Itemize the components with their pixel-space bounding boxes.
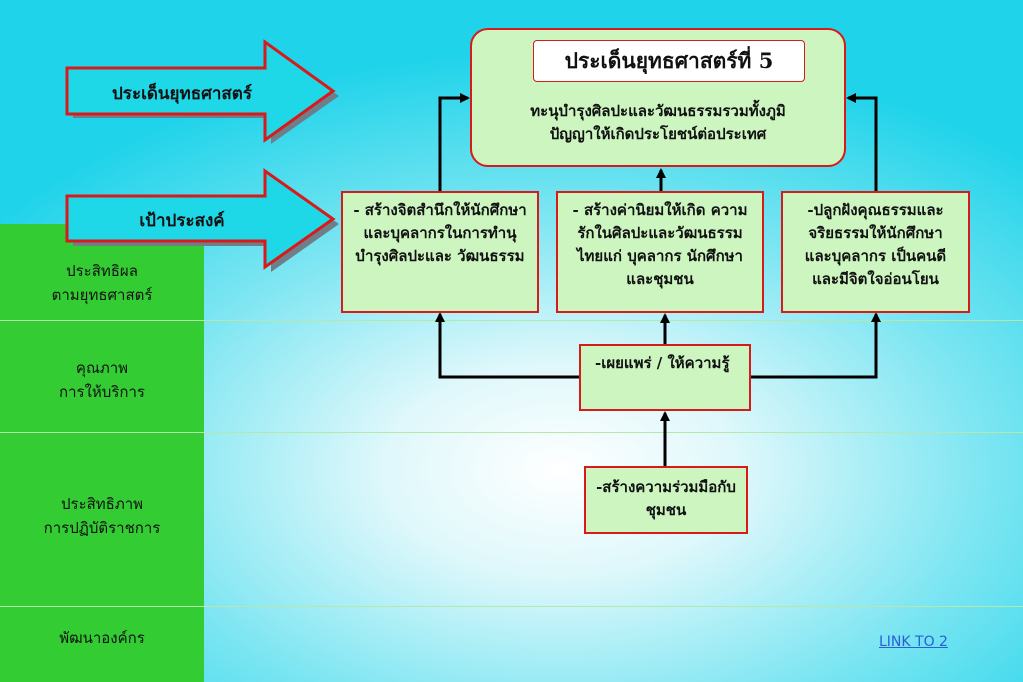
objective-block-arrow bbox=[65, 168, 339, 272]
perspective-effectiveness: ประสิทธิผล ตามยุทธศาสตร์ bbox=[51, 262, 153, 304]
strategy-arrow-label: ประเด็นยุทธศาสตร์ bbox=[112, 84, 252, 104]
strategy-block-arrow bbox=[65, 39, 339, 144]
objective-arrow-label: เป้าประสงค์ bbox=[139, 211, 225, 231]
row-divider bbox=[0, 606, 1023, 607]
disseminate-box: -เผยแพร่ / ให้ความรู้ bbox=[579, 344, 751, 411]
cooperate-box: -สร้างความร่วมมือกับ ชุมชน bbox=[584, 466, 748, 534]
strategic-issue-description: ทะนุบำรุงศิลปะและวัฒนธรรมรวมทั้งภูมิ ปัญ… bbox=[530, 102, 786, 143]
perspective-organization-development: พัฒนาองค์กร bbox=[59, 629, 145, 647]
strategic-issue-box: ประเด็นยุทธศาสตร์ที่ 5 ทะนุบำรุงศิลปะและ… bbox=[470, 28, 846, 167]
perspective-sidebar bbox=[0, 224, 204, 682]
row-divider bbox=[0, 320, 1023, 321]
objective-box-morality: -ปลูกฝังคุณธรรมและ จริยธรรมให้นักศึกษา แ… bbox=[781, 191, 970, 313]
perspective-service-quality: คุณภาพ การให้บริการ bbox=[59, 359, 145, 401]
strategic-issue-title: ประเด็นยุทธศาสตร์ที่ 5 bbox=[533, 40, 805, 82]
perspective-efficiency: ประสิทธิภาพ การปฏิบัติราชการ bbox=[43, 495, 161, 537]
row-divider bbox=[0, 432, 1023, 433]
objective-box-awareness: - สร้างจิตสำนึกให้นักศึกษา และบุคลากรในก… bbox=[341, 191, 539, 313]
link-to-2[interactable]: LINK TO 2 bbox=[879, 634, 948, 650]
objective-box-values: - สร้างค่านิยมให้เกิด ความ รักในศิลปะและ… bbox=[556, 191, 764, 313]
